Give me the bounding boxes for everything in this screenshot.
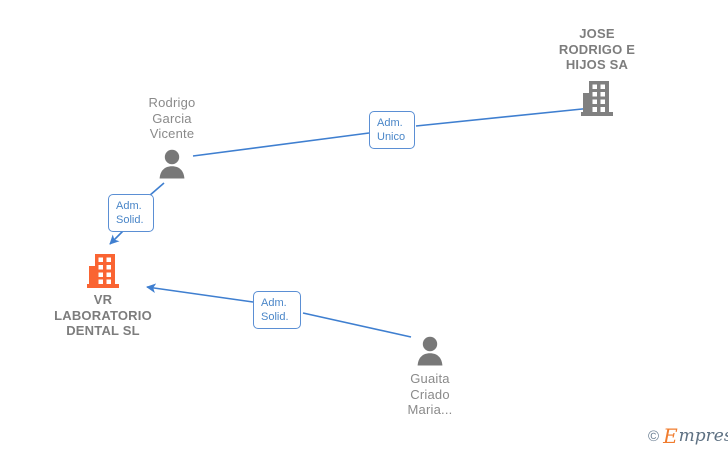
node-vr-laboratorio-dental-sl[interactable]: VR LABORATORIO DENTAL SL (33, 253, 173, 339)
edge-guaita-to-vr-right-segment (302, 312, 412, 338)
watermark-brand-initial: E (663, 424, 678, 448)
node-label-guaita-criado-maria: Guaita Criado Maria... (407, 371, 453, 417)
empresia-watermark: © E mpresia (648, 426, 728, 446)
edge-label-adm-solid-guaita[interactable]: Adm. Solid. (253, 291, 301, 329)
building-icon[interactable] (580, 79, 614, 117)
copyright-icon: © (648, 427, 660, 445)
edge-guaita-to-vr-left-segment (146, 283, 254, 303)
edge-rodrigo-to-vr-top-segment (148, 182, 165, 197)
node-jose-rodrigo-e-hijos-sa[interactable]: JOSE RODRIGO E HIJOS SA (527, 26, 667, 117)
person-icon[interactable] (414, 335, 446, 367)
person-icon[interactable] (156, 148, 188, 180)
node-label-jose-rodrigo-e-hijos-sa: JOSE RODRIGO E HIJOS SA (558, 26, 636, 72)
node-label-vr-laboratorio-dental-sl: VR LABORATORIO DENTAL SL (54, 292, 152, 338)
watermark-brand-text: mpresia (678, 425, 728, 446)
node-rodrigo-garcia-vicente[interactable]: Rodrigo Garcia Vicente (102, 95, 242, 180)
edge-rodrigo-to-jose-rodrigo-right-segment (415, 104, 593, 127)
node-label-rodrigo-garcia-vicente: Rodrigo Garcia Vicente (148, 95, 196, 141)
edge-rodrigo-to-jose-rodrigo-left-segment (192, 132, 370, 157)
node-guaita-criado-maria[interactable]: Guaita Criado Maria... (360, 335, 500, 418)
edge-label-adm-solid-rodrigo[interactable]: Adm. Solid. (108, 194, 154, 232)
building-icon[interactable] (86, 253, 120, 289)
edge-label-adm-unico[interactable]: Adm. Unico (369, 111, 415, 149)
